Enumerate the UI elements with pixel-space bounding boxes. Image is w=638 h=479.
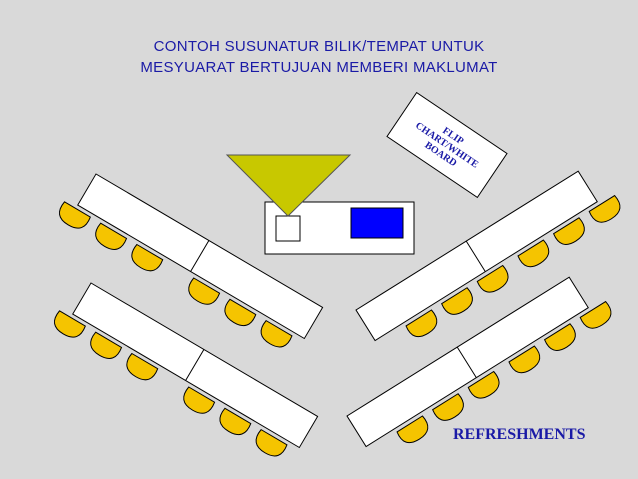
- table-left-lower: [54, 282, 319, 457]
- chair: [224, 298, 257, 327]
- chair: [476, 264, 509, 293]
- chair: [59, 201, 91, 229]
- title-line-1: CONTOH SUSUNATUR BILIK/TEMPAT UNTUK: [153, 38, 485, 55]
- chair: [543, 323, 576, 351]
- table-top: [355, 170, 598, 342]
- chair: [126, 352, 159, 381]
- refreshments-label: REFRESHMENTS: [453, 426, 586, 443]
- chair: [95, 222, 128, 250]
- chair: [579, 300, 612, 329]
- chair: [508, 345, 541, 374]
- chair: [90, 331, 123, 359]
- projector-box: [275, 215, 301, 242]
- chair: [517, 239, 550, 268]
- chair: [441, 287, 473, 315]
- table-top: [346, 276, 589, 448]
- table-divider: [465, 240, 486, 272]
- table-divider: [185, 349, 205, 381]
- chair: [131, 243, 164, 272]
- table-divider: [456, 346, 477, 378]
- chair: [188, 277, 221, 305]
- table-right-upper: [355, 170, 621, 342]
- chair: [54, 310, 86, 338]
- table-left-upper: [59, 173, 324, 348]
- laptop-screen: [350, 207, 404, 239]
- chair: [552, 217, 585, 245]
- chair: [588, 194, 621, 223]
- chair: [405, 309, 438, 338]
- chair: [396, 415, 429, 444]
- chair: [219, 407, 252, 436]
- title-line-2: MESYUARAT BERTUJUAN MEMBERI MAKLUMAT: [140, 59, 498, 76]
- chair: [432, 393, 464, 421]
- chair: [183, 386, 216, 414]
- chair: [467, 370, 500, 399]
- chair: [260, 319, 293, 348]
- table-right-lower: [346, 276, 612, 448]
- chair: [255, 428, 288, 457]
- projector-beam: [225, 154, 352, 217]
- table-divider: [190, 240, 210, 272]
